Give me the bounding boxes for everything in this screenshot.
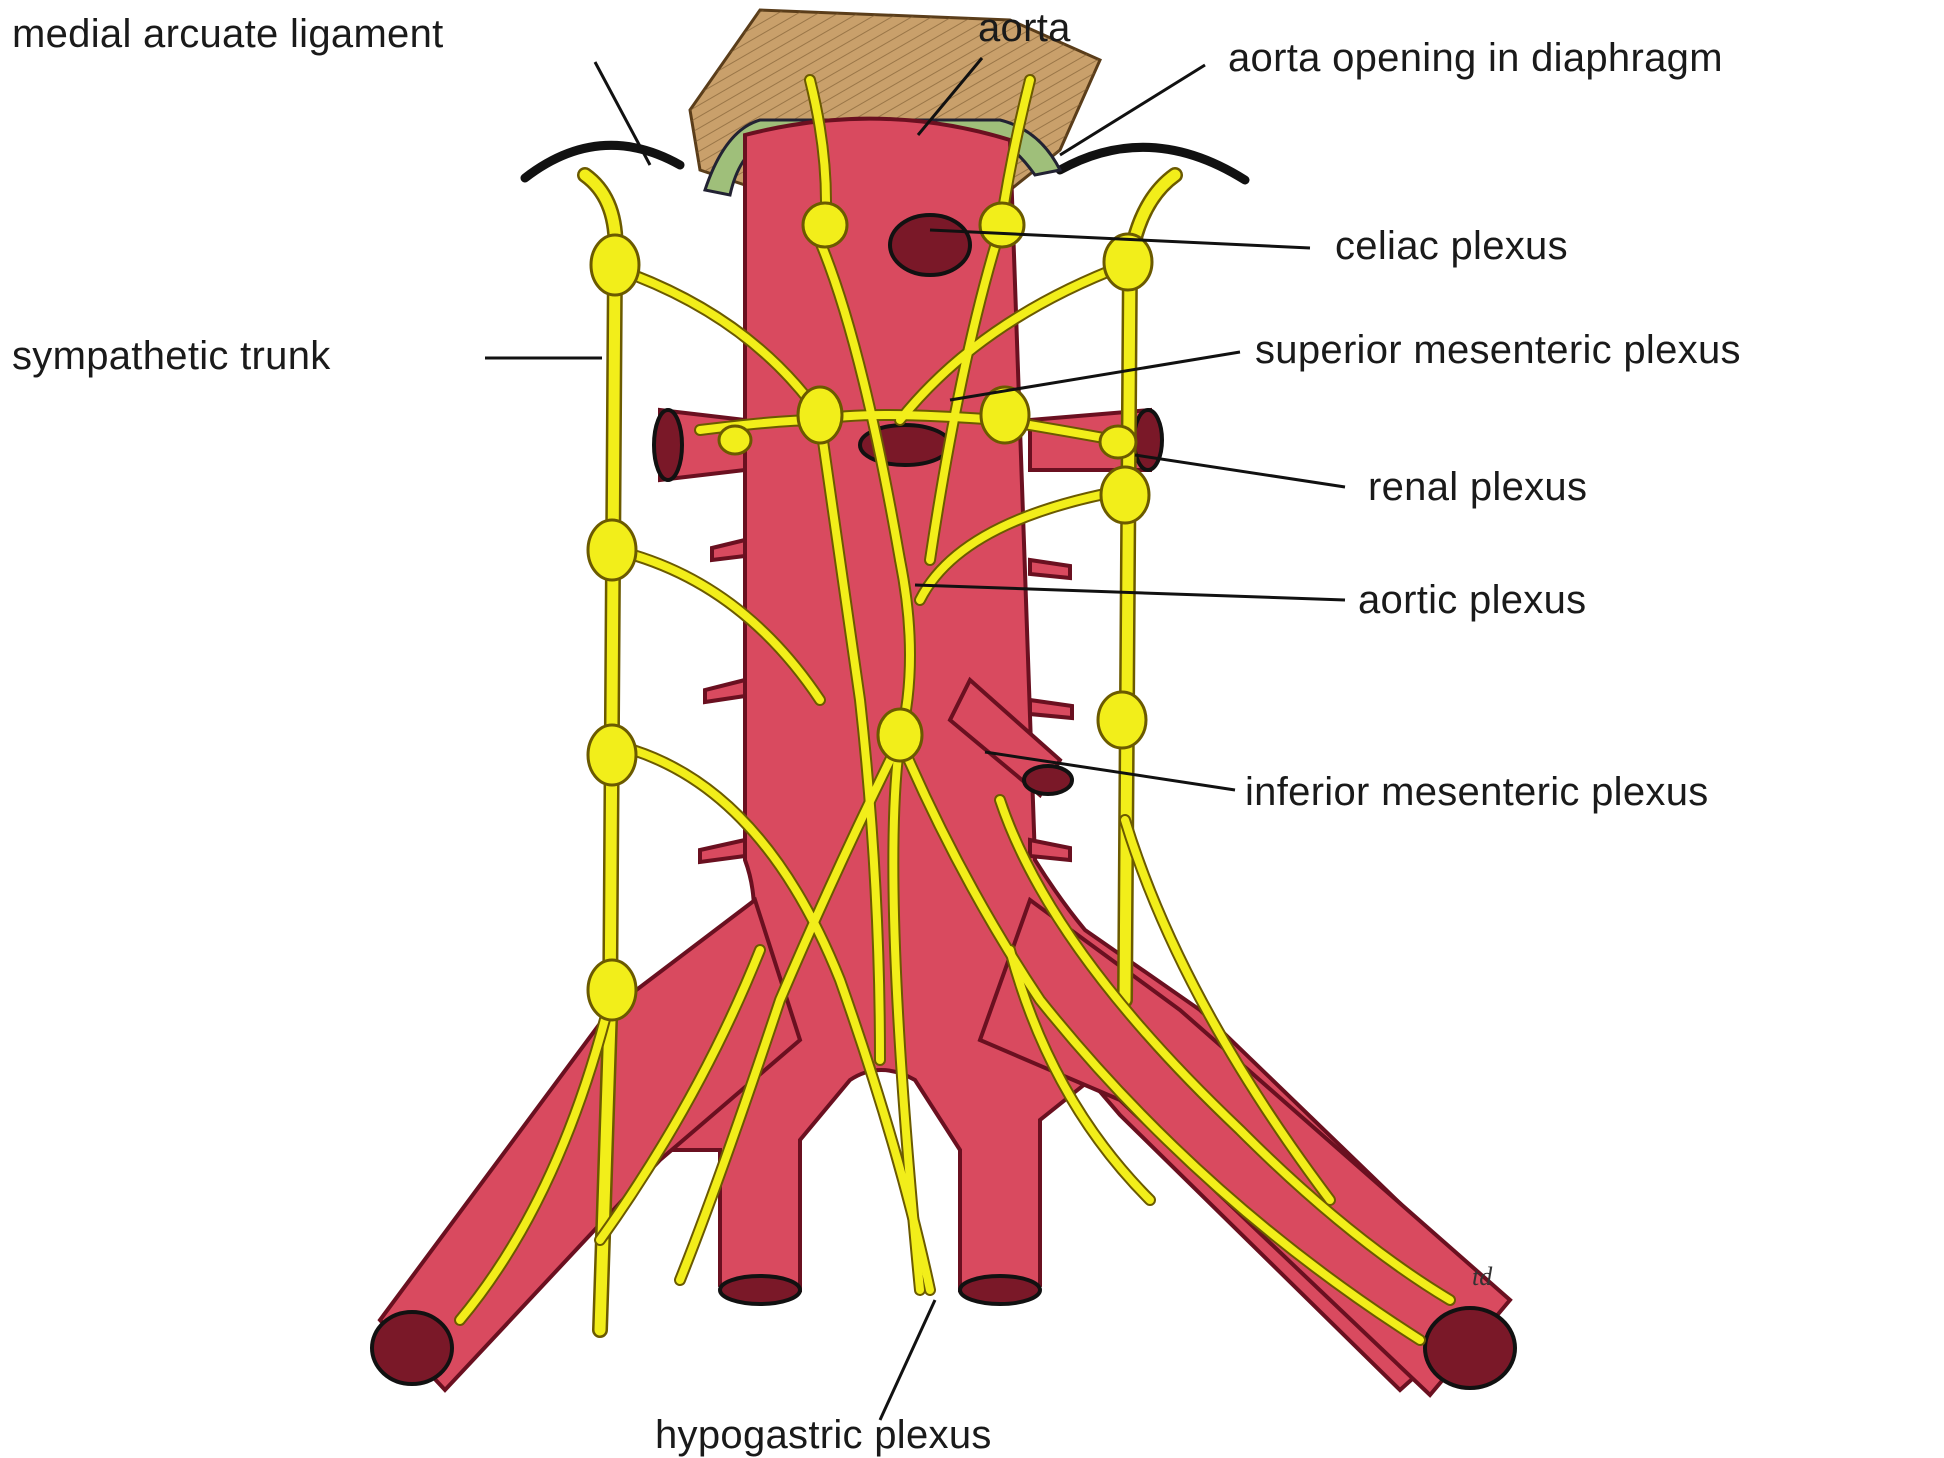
label-hypogastric-plexus: hypogastric plexus — [655, 1415, 992, 1455]
label-renal-plexus: renal plexus — [1368, 467, 1587, 507]
label-aorta-opening: aorta opening in diaphragm — [1228, 38, 1723, 78]
label-aorta: aorta — [978, 8, 1071, 48]
label-sympathetic-trunk: sympathetic trunk — [12, 336, 331, 376]
label-celiac-plexus: celiac plexus — [1335, 226, 1568, 266]
label-aortic-plexus: aortic plexus — [1358, 580, 1586, 620]
label-medial-arcuate-ligament: medial arcuate ligament — [12, 14, 444, 54]
aorta-vessel — [380, 119, 1510, 1395]
artist-mark: td — [1472, 1262, 1492, 1292]
label-superior-mesenteric-plexus: superior mesenteric plexus — [1255, 330, 1741, 370]
label-inferior-mesenteric-plexus: inferior mesenteric plexus — [1245, 772, 1709, 812]
